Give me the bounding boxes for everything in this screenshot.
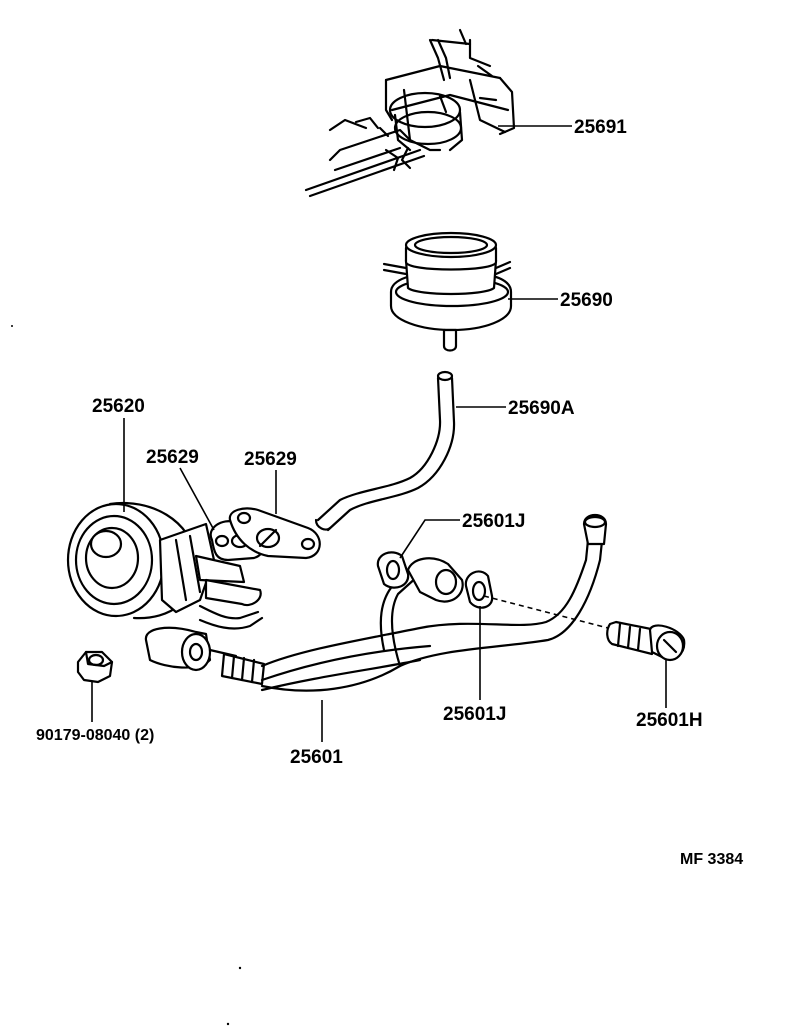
label-25620: 25620 [92,396,145,417]
bracket-25691 [304,28,516,198]
union-bolt-25601H [483,595,686,662]
hose-25690A [314,370,456,532]
label-25601J-top: 25601J [462,511,525,532]
label-25601J-bottom: 25601J [443,704,506,725]
gasket-25601J-bottom [464,570,494,609]
egr-valve-25620 [66,501,264,630]
label-25691: 25691 [574,117,627,138]
label-90179: 90179-08040 (2) [36,727,154,744]
modulator-25690 [382,231,513,352]
label-25629-left: 25629 [146,447,199,468]
pipe-25601 [144,513,608,692]
label-25690: 25690 [560,290,613,311]
label-25601: 25601 [290,747,343,768]
gasket-25629-right [228,507,321,560]
label-25629-right: 25629 [244,449,297,470]
drawing-code: MF 3384 [680,851,743,868]
nut-90179 [76,650,114,684]
label-25601H: 25601H [636,710,703,731]
gasket-25601J-top [376,551,410,589]
leader-lines [91,125,667,742]
label-25690A: 25690A [508,398,575,419]
